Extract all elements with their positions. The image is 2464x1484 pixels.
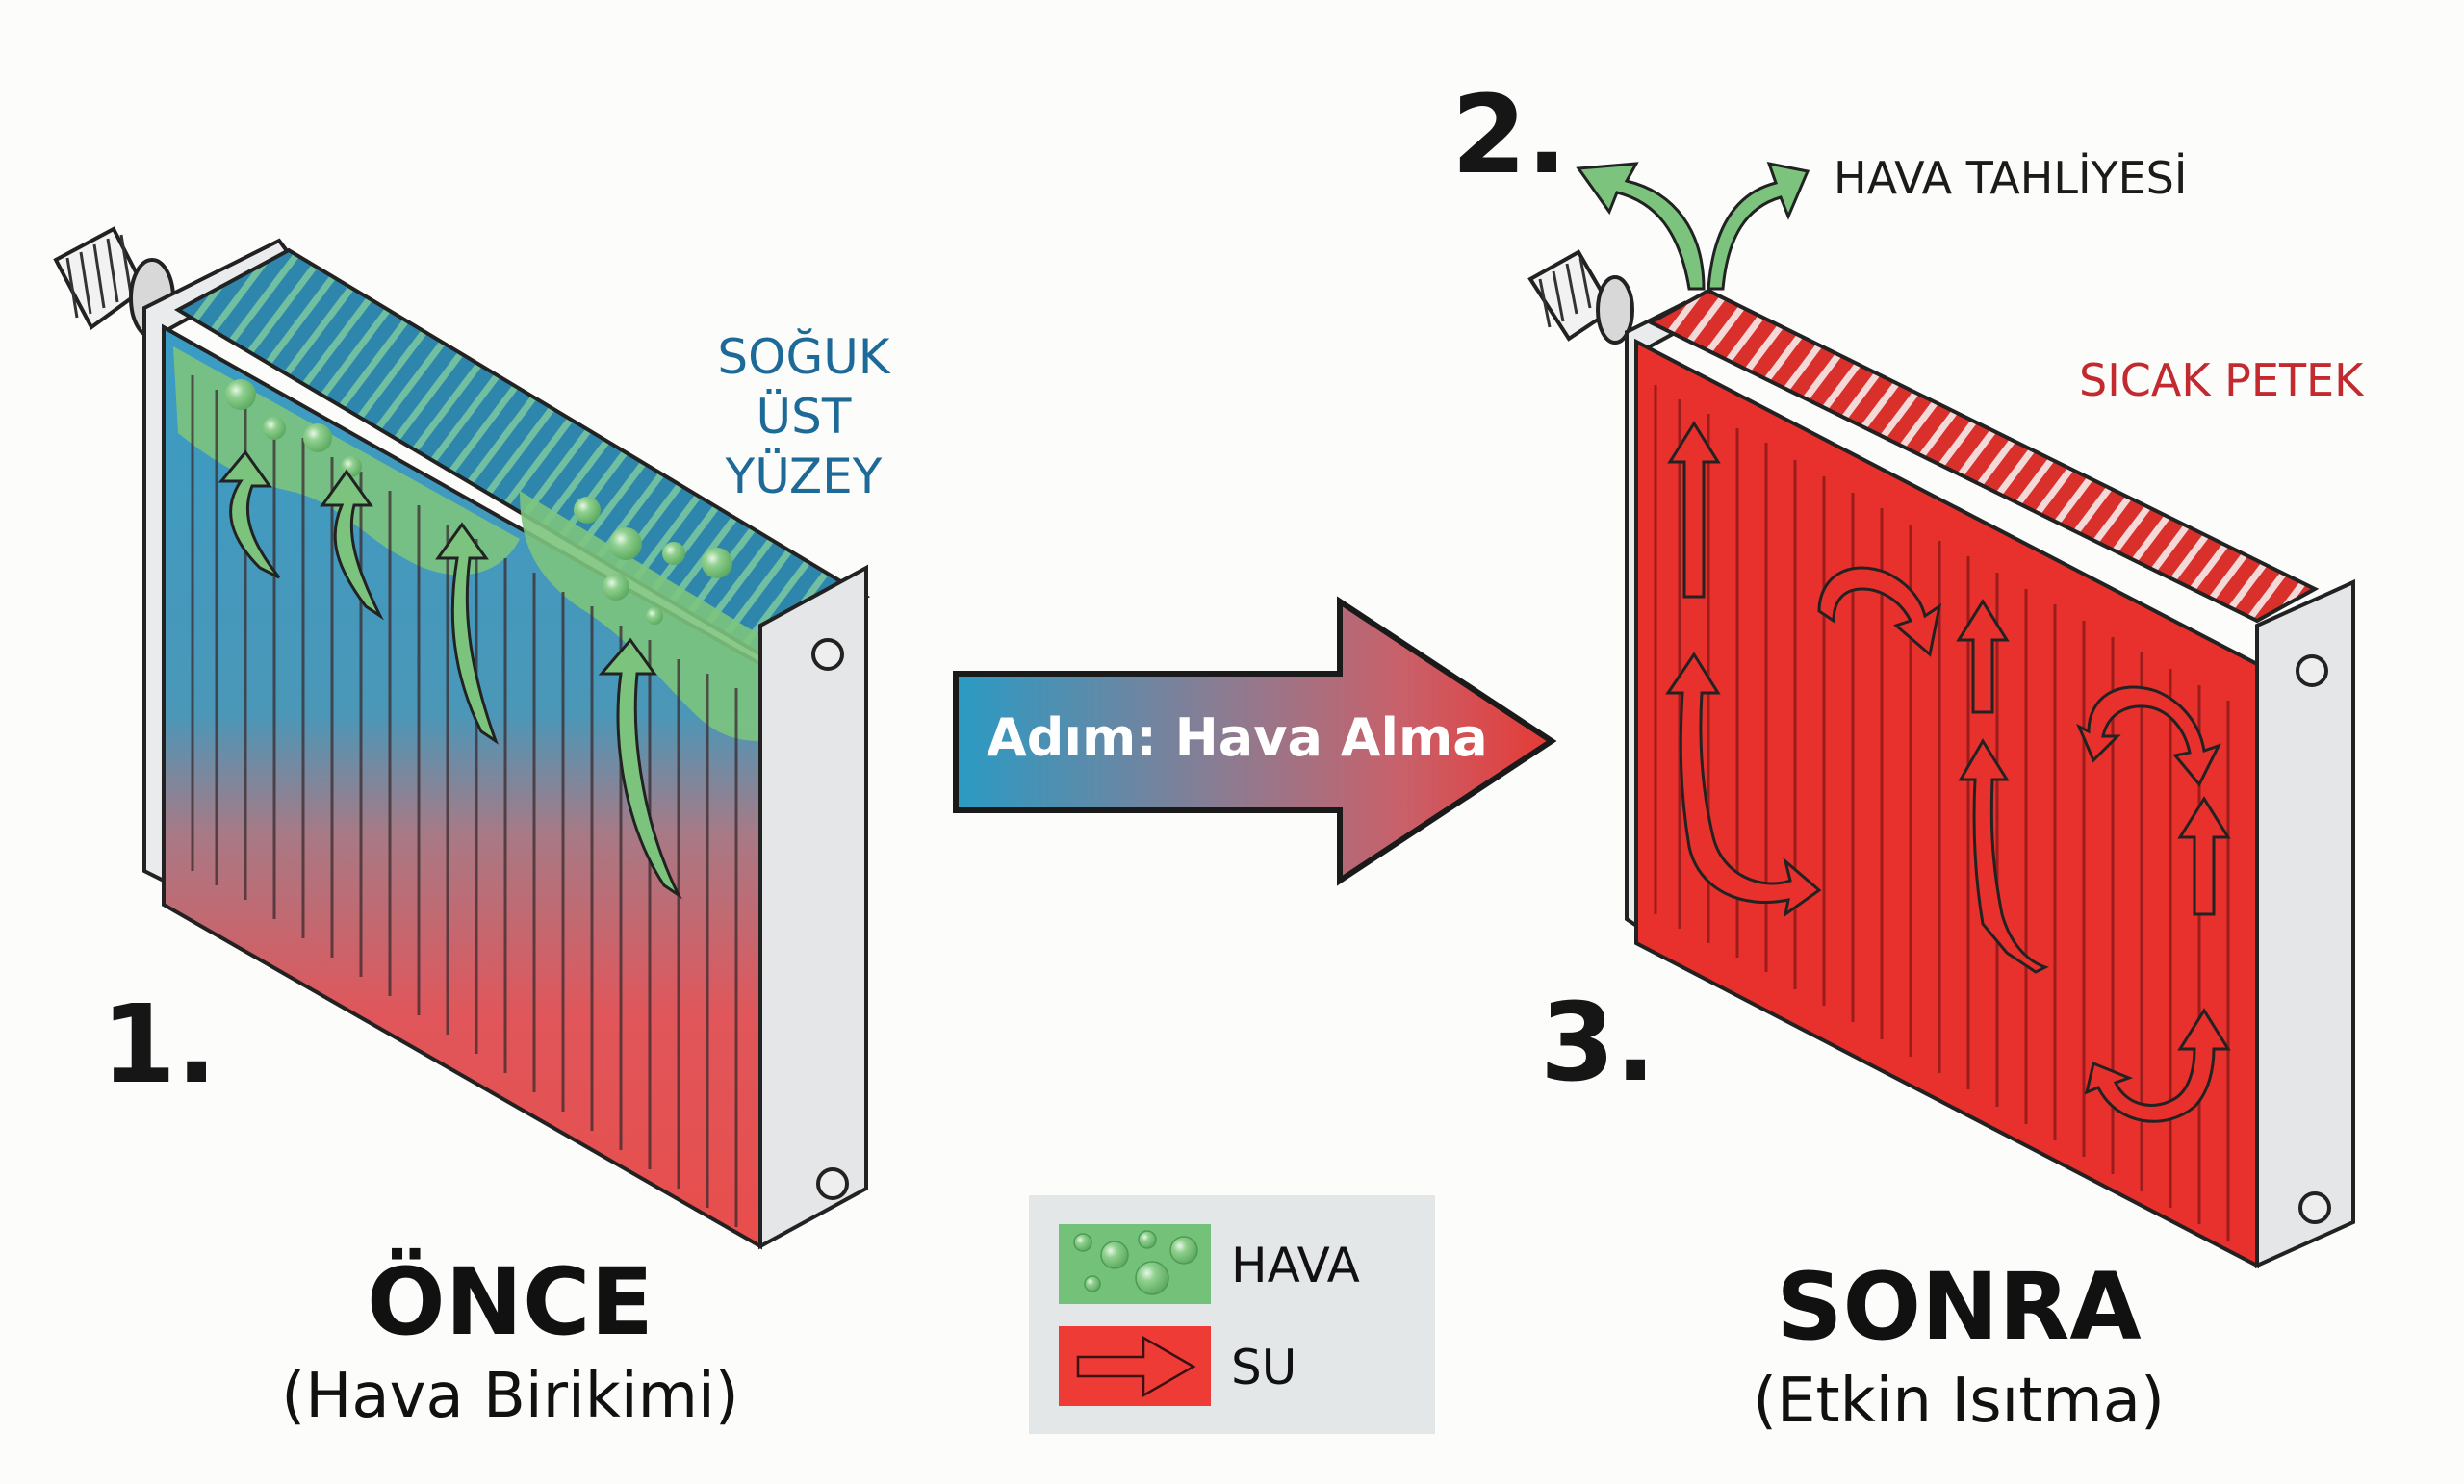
legend-label-air: HAVA [1231,1238,1360,1293]
after-caption: SONRA (Etkin Isıtma) [1670,1261,2247,1432]
step-number-1: 1. [101,983,218,1108]
radiator-after [1527,162,2355,1269]
hot-radiator-annotation: SICAK PETEK [2079,354,2364,406]
water-flow-arrow-icon [1665,421,2231,1123]
before-caption: ÖNCE (Hava Birikimi) [221,1256,799,1427]
before-title: ÖNCE [367,1248,654,1356]
after-subtitle: (Etkin Isıtma) [1753,1366,2165,1437]
after-title: SONRA [1776,1253,2142,1361]
step-number-2: 2. [1451,73,1568,198]
cold-annotation-line-1: SOĞUK [717,329,890,385]
transition-step-label: Adım: Hava Alma [987,707,1488,768]
transition-arrow-shape [953,596,1557,886]
legend: HAVA SU [1029,1195,1435,1434]
cold-surface-annotation: SOĞUK ÜST YÜZEY [674,327,934,506]
before-subtitle: (Hava Birikimi) [281,1361,739,1432]
air-vent-arrow-icon [1576,162,1810,291]
legend-label-water: SU [1231,1340,1297,1395]
radiator-before [53,226,871,1250]
step-number-3: 3. [1540,981,1656,1106]
water-flow-arrow-icon [1059,1326,1211,1406]
rising-air-arrow-icon [218,449,682,900]
air-vent-annotation: HAVA TAHLİYESİ [1834,152,2188,204]
air-bubbles-icon [1059,1224,1211,1304]
valve-knob-icon [1527,249,1634,345]
cold-annotation-line-2: ÜST YÜZEY [725,389,883,504]
